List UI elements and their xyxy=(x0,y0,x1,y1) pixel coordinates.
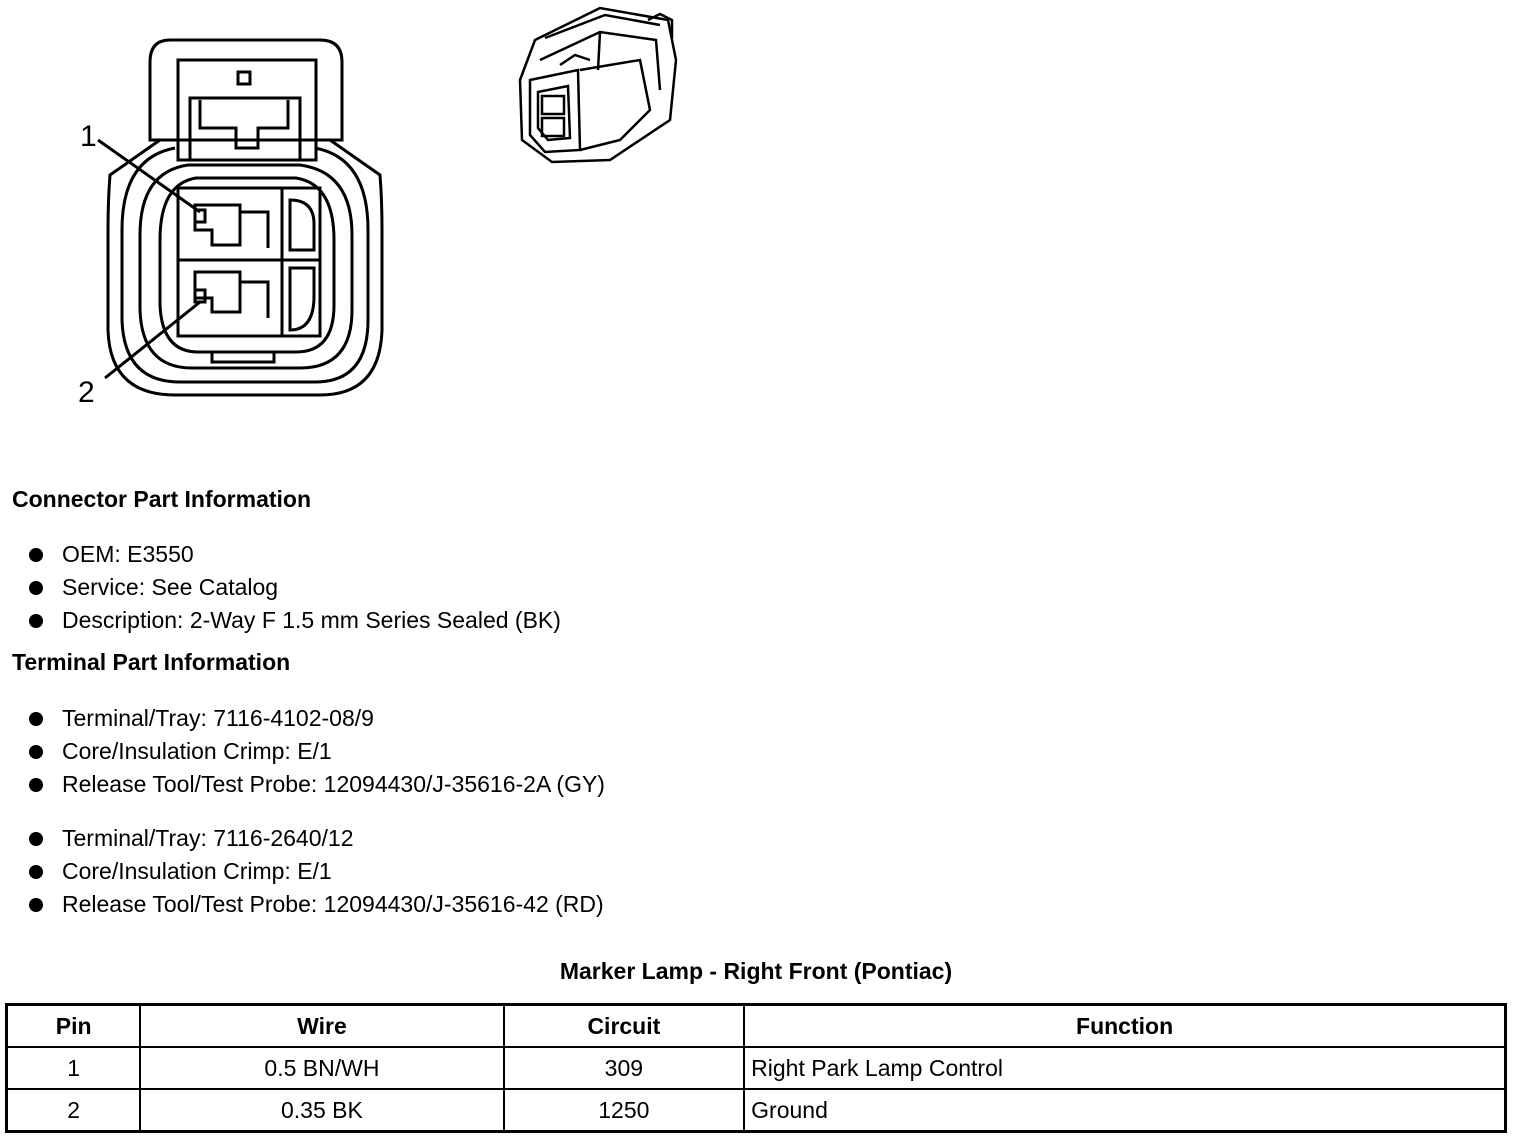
list-item: Release Tool/Test Probe: 12094430/J-3561… xyxy=(0,768,605,801)
column-header-circuit: Circuit xyxy=(502,1003,746,1048)
table-header-row: Pin Wire Circuit Function xyxy=(5,1003,1507,1048)
table-row: 1 0.5 BN/WH 309 Right Park Lamp Control xyxy=(5,1046,1507,1090)
connector-info-heading: Connector Part Information xyxy=(12,486,312,512)
cell-pin: 1 xyxy=(5,1046,142,1090)
bullet-icon xyxy=(29,614,43,628)
list-item: OEM: E3550 xyxy=(0,538,561,571)
terminal-info-heading: Terminal Part Information xyxy=(12,649,291,675)
terminal-info-list-2: Terminal/Tray: 7116-2640/12 Core/Insulat… xyxy=(0,822,604,921)
list-item: Description: 2-Way F 1.5 mm Series Seale… xyxy=(0,604,561,637)
callout-1: 1 xyxy=(80,120,97,153)
bullet-icon xyxy=(29,548,43,562)
list-item: Release Tool/Test Probe: 12094430/J-3561… xyxy=(0,888,604,921)
cell-function: Right Park Lamp Control xyxy=(743,1046,1507,1090)
bullet-icon xyxy=(29,832,43,846)
cell-function: Ground xyxy=(743,1088,1507,1133)
cell-wire: 0.35 BK xyxy=(139,1088,505,1133)
bullet-icon xyxy=(29,712,43,726)
list-item: Service: See Catalog xyxy=(0,571,561,604)
list-item: Core/Insulation Crimp: E/1 xyxy=(0,855,604,888)
bullet-icon xyxy=(29,745,43,759)
cell-circuit: 309 xyxy=(502,1046,746,1090)
connector-face-diagram: 1 2 xyxy=(78,38,384,409)
pin-table: Pin Wire Circuit Function 1 0.5 BN/WH 30… xyxy=(5,1003,1507,1133)
connector-isometric-diagram xyxy=(518,6,678,164)
bullet-icon xyxy=(29,581,43,595)
bullet-icon xyxy=(29,898,43,912)
connector-info-list: OEM: E3550 Service: See Catalog Descript… xyxy=(0,538,561,637)
column-header-wire: Wire xyxy=(139,1003,505,1048)
cell-pin: 2 xyxy=(5,1088,142,1133)
list-item: Terminal/Tray: 7116-4102-08/9 xyxy=(0,702,605,735)
bullet-icon xyxy=(29,865,43,879)
cell-wire: 0.5 BN/WH xyxy=(139,1046,505,1090)
list-item: Core/Insulation Crimp: E/1 xyxy=(0,735,605,768)
list-item: Terminal/Tray: 7116-2640/12 xyxy=(0,822,604,855)
terminal-info-list-1: Terminal/Tray: 7116-4102-08/9 Core/Insul… xyxy=(0,702,605,801)
table-row: 2 0.35 BK 1250 Ground xyxy=(5,1088,1507,1133)
column-header-function: Function xyxy=(743,1003,1507,1048)
cell-circuit: 1250 xyxy=(502,1088,746,1133)
pin-table-title: Marker Lamp - Right Front (Pontiac) xyxy=(559,958,953,984)
callout-2: 2 xyxy=(78,376,95,409)
bullet-icon xyxy=(29,778,43,792)
column-header-pin: Pin xyxy=(5,1003,142,1048)
